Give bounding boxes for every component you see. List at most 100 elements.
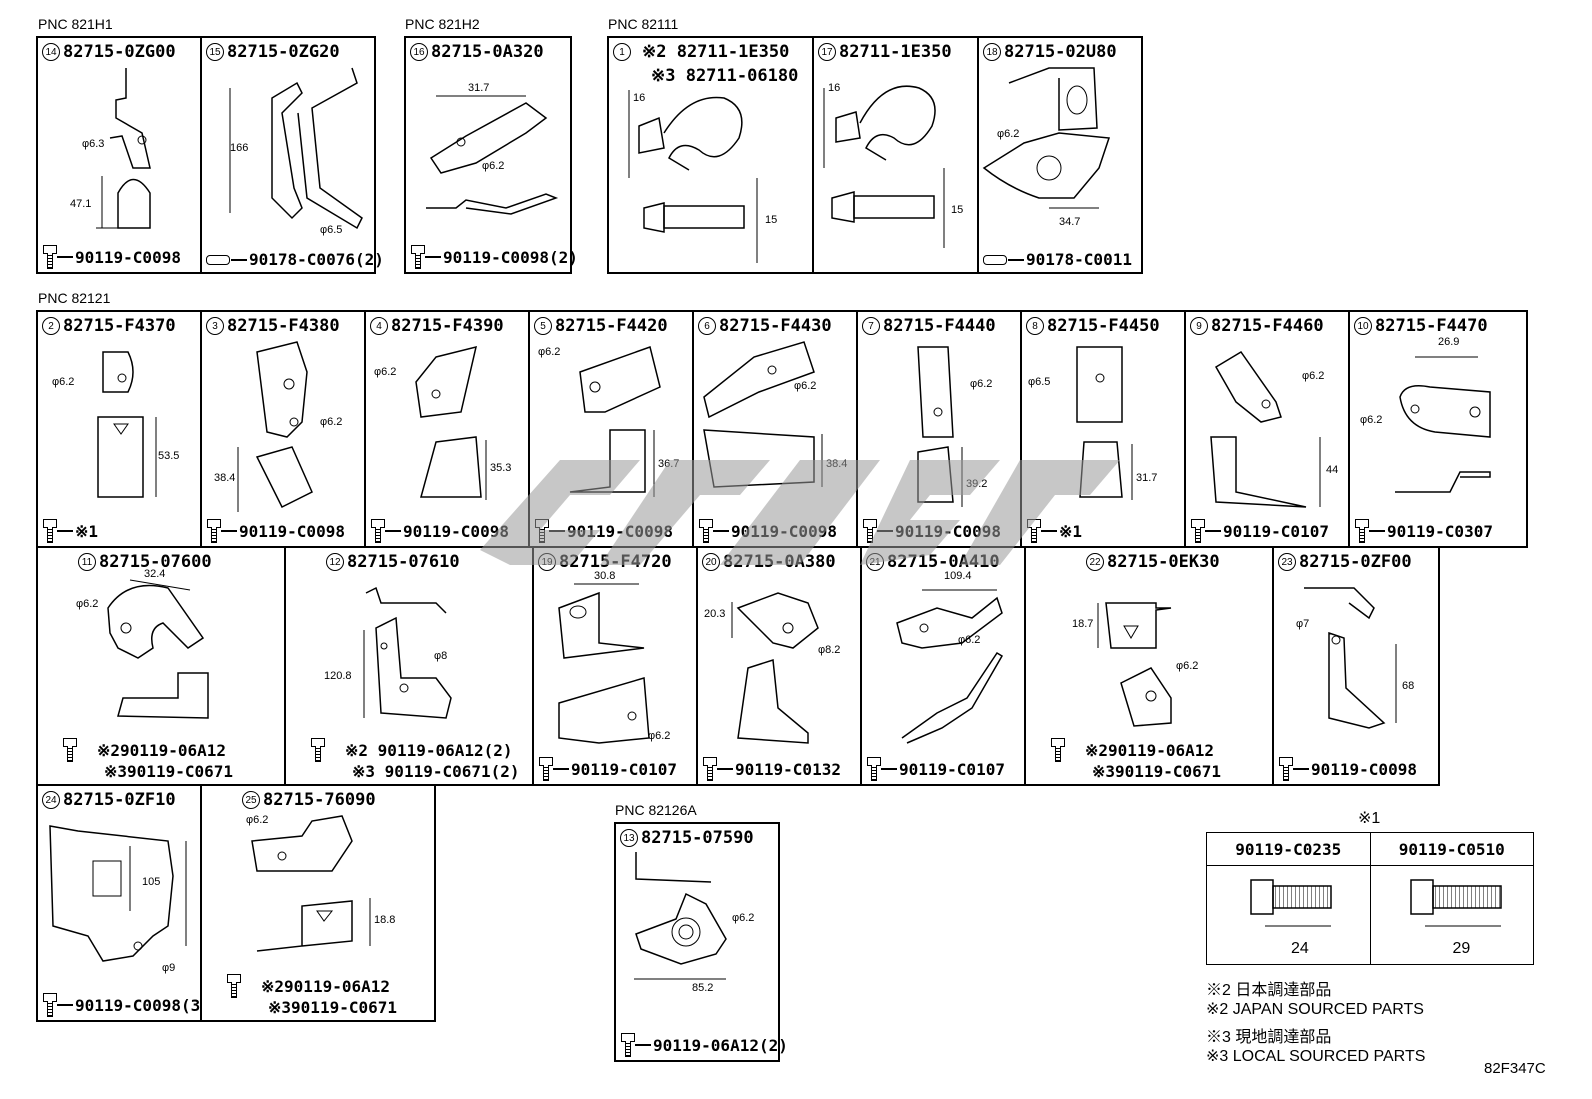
- callout-number: 10: [1354, 317, 1372, 335]
- part-number: 82715-F4470: [1375, 316, 1488, 336]
- dimension-label: φ6.2: [76, 598, 99, 610]
- bolt-icon: [1354, 519, 1369, 543]
- legend-local-en: ※3 LOCAL SOURCED PARTS: [1206, 1048, 1426, 1065]
- callout-number: 15: [206, 43, 224, 61]
- part-number: 82711-1E350: [839, 42, 952, 62]
- fastener-ref-alt: ※3 90119-C0671(2): [352, 762, 520, 781]
- pnc-label-82111: PNC 82111: [608, 16, 679, 32]
- bolt-icon: [310, 738, 325, 762]
- dimension-label: 39.2: [966, 478, 988, 490]
- document-id: 82F347C: [1484, 1060, 1546, 1077]
- dimension-label: φ6.2: [1176, 660, 1199, 672]
- callout-number: 3: [206, 317, 224, 335]
- bolt-icon: [538, 757, 553, 781]
- bracket-drawing: [1097, 602, 1172, 727]
- callout-number: 25: [242, 791, 260, 809]
- bracket-drawing: [1304, 587, 1397, 729]
- dimension-label: 36.7: [658, 458, 680, 470]
- fastener-ref: 90119-C0098: [1278, 757, 1417, 781]
- dimension-label: φ6.2: [1360, 414, 1383, 426]
- dimension-label: 35.3: [490, 462, 512, 474]
- bolt-icon: [534, 519, 549, 543]
- dimension-label: 120.8: [324, 670, 352, 682]
- legend-local-jp: ※3 現地調達部品: [1206, 1029, 1332, 1046]
- dimension-label: φ6.5: [1028, 376, 1051, 388]
- bracket-drawing: [982, 67, 1111, 209]
- note-1-bolt-table: ※1 90119-C0235 90119-C0510 24: [1206, 808, 1536, 968]
- dimension-label: 166: [230, 142, 249, 154]
- dimension-label: 105: [142, 876, 161, 888]
- fastener-ref: 90119-C0107: [1190, 519, 1329, 543]
- part-number: 82715-F4430: [719, 316, 832, 336]
- part-number: 82715-07610: [347, 552, 460, 572]
- callout-number: 8: [1026, 317, 1044, 335]
- dimension-label: φ7: [1296, 618, 1310, 630]
- bracket-drawing: [917, 346, 963, 507]
- fastener-ref: 90119-C0107: [866, 757, 1005, 781]
- callout-number: 16: [410, 43, 428, 61]
- bracket-drawing: [1395, 356, 1491, 493]
- bolt-icon: [702, 757, 717, 781]
- bolt-icon: [226, 974, 241, 998]
- bolt-icon: [862, 519, 877, 543]
- dimension-label: 68: [1402, 680, 1415, 692]
- bracket-drawing: [634, 852, 727, 980]
- callout-number: 5: [534, 317, 552, 335]
- bracket-drawing: [558, 583, 650, 744]
- bolt-length: 24: [1291, 940, 1309, 957]
- fastener-ref: ※290119-06A12: [226, 974, 390, 998]
- pnc-label-82126a: PNC 82126A: [615, 802, 697, 818]
- note-1-title: ※1: [1358, 810, 1381, 827]
- bracket-drawing: [426, 95, 559, 215]
- dimension-label: φ6.2: [1302, 370, 1325, 382]
- dimension-label: φ6.2: [958, 634, 981, 646]
- clip-icon: [983, 254, 1007, 265]
- fastener-ref: ※1: [42, 519, 98, 543]
- callout-number: 6: [698, 317, 716, 335]
- dimension-label: φ6.2: [246, 814, 269, 826]
- bolt-icon: [42, 245, 57, 269]
- part-cell-1[interactable]: 1※2 82711-1E350 ※3 82711-06180 16 15: [607, 36, 814, 274]
- part-number: 82715-F4460: [1211, 316, 1324, 336]
- callout-number: 17: [818, 43, 836, 61]
- bolt-icon: [1050, 738, 1065, 762]
- bolt-cell: 29: [1369, 865, 1534, 965]
- callout-number: 18: [983, 43, 1001, 61]
- bolt-icon: [1409, 879, 1502, 927]
- pnc-label-821h1: PNC 821H1: [38, 16, 113, 32]
- fastener-ref: 90119-06A12(2): [620, 1033, 788, 1057]
- legend-japan-en: ※2 JAPAN SOURCED PARTS: [1206, 1001, 1424, 1018]
